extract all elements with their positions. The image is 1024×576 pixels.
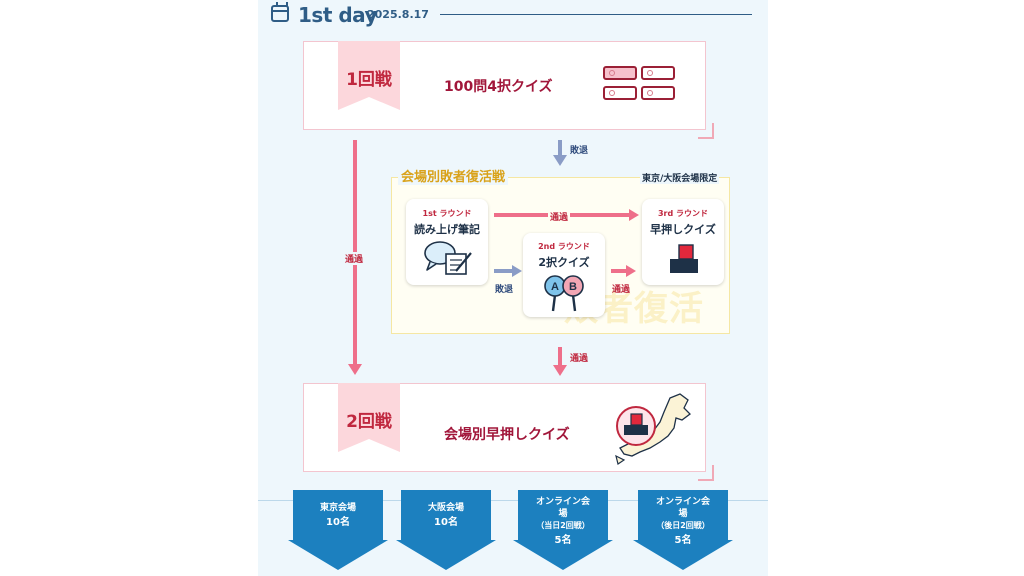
japan-map-buzzer-icon bbox=[615, 393, 691, 465]
venue-online-later-day-sub: （後日2回戦） bbox=[656, 521, 710, 530]
venue-online-later-day: オンライン会場 （後日2回戦） 5名 bbox=[633, 490, 733, 570]
schedule-panel: 1st day 2025.8.17 1回戦 100問4択クイズ 通過 敗退 敗者… bbox=[258, 0, 768, 576]
lose-label-revival: 敗退 bbox=[495, 285, 514, 295]
revival-lose-arrowhead bbox=[512, 265, 522, 277]
venue-osaka-name: 大阪会場 bbox=[427, 503, 464, 513]
venue-online-same-day-count: 5名 bbox=[554, 535, 572, 546]
round1-tag: 1回戦 bbox=[338, 41, 400, 110]
round1-corner-mark bbox=[698, 123, 714, 139]
revival-lose-arrow bbox=[494, 269, 513, 273]
venue-tokyo: 東京会場 10名 bbox=[288, 490, 388, 570]
revival-round1-card: 1st ラウンド 読み上げ筆記 bbox=[406, 199, 488, 285]
revival-venue-note: 東京/大阪会場限定 bbox=[640, 171, 720, 184]
round1-to-round2-arrowhead bbox=[348, 364, 362, 375]
venue-osaka: 大阪会場 10名 bbox=[396, 490, 496, 570]
revival-pass-arrowhead-top bbox=[629, 209, 639, 221]
pass-label-revival-bottom: 通過 bbox=[612, 285, 631, 295]
venue-tokyo-count: 10名 bbox=[326, 517, 350, 528]
round2-tag: 2回戦 bbox=[338, 383, 400, 452]
round1-lose-arrowhead bbox=[553, 155, 567, 166]
pass-label-revival-top: 通過 bbox=[548, 210, 571, 223]
round1-title: 100問4択クイズ bbox=[444, 79, 553, 95]
buzzer-icon bbox=[670, 244, 698, 273]
four-choice-icon bbox=[603, 66, 683, 106]
venue-online-same-day: オンライン会場 （当日2回戦） 5名 bbox=[513, 490, 613, 570]
revival-round2-title: 2択クイズ bbox=[538, 256, 590, 269]
round2-title: 会場別早押しクイズ bbox=[444, 427, 570, 443]
revival-round3-title: 早押しクイズ bbox=[650, 223, 716, 236]
revival-round1-label: 1st ラウンド bbox=[422, 209, 472, 218]
event-date: 2025.8.17 bbox=[367, 8, 429, 21]
pass-label-bottom: 通過 bbox=[570, 354, 589, 364]
revival-pass-arrow-bottom bbox=[611, 269, 627, 273]
revival-title: 会場別敗者復活戦 bbox=[398, 166, 509, 185]
venue-online-later-day-count: 5名 bbox=[674, 535, 692, 546]
venue-online-later-day-name: オンライン会場 bbox=[655, 497, 710, 519]
ab-paddle-icon: A B bbox=[544, 275, 584, 312]
venue-online-same-day-sub: （当日2回戦） bbox=[536, 521, 590, 530]
venue-divider bbox=[258, 500, 768, 501]
revival-round3-card: 3rd ラウンド 早押しクイズ bbox=[642, 199, 724, 285]
calendar-icon bbox=[271, 2, 289, 22]
revival-round2-label: 2nd ラウンド bbox=[538, 242, 590, 251]
svg-text:B: B bbox=[569, 281, 577, 293]
day-title: 1st day bbox=[298, 3, 378, 27]
revival-pass-arrowhead-bottom bbox=[626, 265, 636, 277]
round1-lose-arrow bbox=[558, 140, 562, 156]
round2-corner-mark bbox=[698, 465, 714, 481]
revival-round1-title: 読み上げ筆記 bbox=[414, 223, 480, 236]
writing-icon bbox=[424, 241, 472, 275]
venue-osaka-count: 10名 bbox=[434, 517, 458, 528]
revival-round2-card: 2nd ラウンド 2択クイズ A B bbox=[523, 233, 605, 317]
revival-to-round2-arrow bbox=[558, 347, 562, 366]
revival-round3-label: 3rd ラウンド bbox=[657, 209, 709, 218]
venue-tokyo-name: 東京会場 bbox=[319, 503, 356, 513]
revival-to-round2-arrowhead bbox=[553, 365, 567, 376]
header-rule bbox=[440, 14, 752, 15]
venue-online-same-day-name: オンライン会場 bbox=[535, 497, 590, 519]
lose-label-top: 敗退 bbox=[570, 146, 589, 156]
pass-label-left: 通過 bbox=[344, 252, 365, 265]
svg-text:A: A bbox=[551, 281, 559, 293]
